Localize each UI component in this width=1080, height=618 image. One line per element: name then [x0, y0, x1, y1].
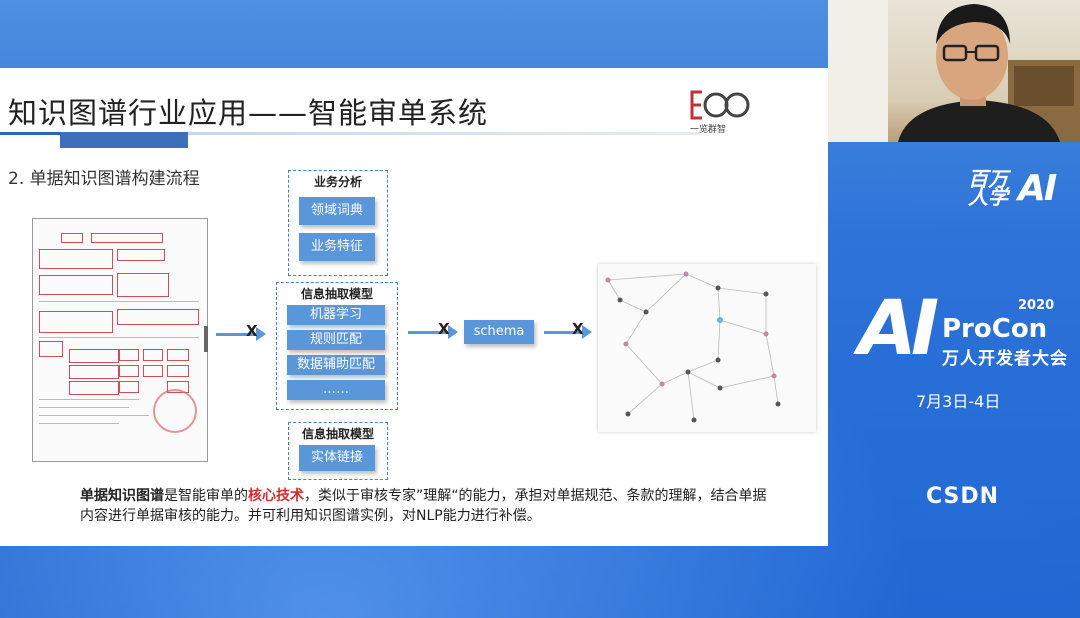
group-entity-linking: 信息抽取模型 实体链接: [288, 422, 388, 480]
brand-ai-logo: AI: [858, 283, 939, 372]
flow-arrow-3: [544, 331, 584, 334]
brand-year: 2020: [1018, 298, 1055, 313]
scroll-handle: [204, 326, 208, 352]
pill-data-assisted-matching: 数据辅助匹配: [287, 355, 385, 375]
brand-baiwan-logo: 百万人学: [968, 167, 1008, 209]
flow-arrow-3-head: [582, 325, 592, 339]
pill-domain-dictionary: 领域词典: [299, 197, 375, 225]
speaker-avatar: [898, 4, 1080, 142]
pill-machine-learning: 机器学习: [287, 305, 385, 325]
section-subtitle: 2. 单据知识图谱构建流程: [8, 169, 200, 189]
document-thumbnail: [32, 218, 208, 462]
schema-box: schema: [464, 320, 534, 344]
flow-arrow-1-mark: X: [246, 322, 258, 340]
pill-business-features: 业务特征: [299, 233, 375, 261]
slide-title: 知识图谱行业应用——智能审单系统: [8, 96, 489, 130]
group-info-extraction-label: 信息抽取模型: [300, 287, 373, 301]
camera-background-lamp: [828, 0, 888, 142]
flow-arrow-2: [408, 331, 450, 334]
speaker-camera-feed: [828, 0, 1080, 142]
desc-bold-lead: 单据知识图谱: [80, 488, 164, 504]
desc-highlight: 核心技术: [248, 488, 304, 504]
group-info-extraction: 信息抽取模型 机器学习 规则匹配 数据辅助匹配 ……: [276, 282, 398, 410]
pill-entity-linking: 实体链接: [299, 445, 375, 471]
slide-description: 单据知识图谱是智能审单的核心技术，类似于审核专家”理解“的能力，承担对单据规范、…: [80, 486, 780, 526]
group-business-analysis-label: 业务分析: [313, 175, 362, 189]
flow-arrow-2-mark: X: [438, 320, 450, 338]
flow-arrow-1-head: [256, 327, 266, 341]
group-business-analysis: 业务分析 领域词典 业务特征: [288, 170, 388, 276]
presentation-slide: 知识图谱行业应用——智能审单系统 一览群智 2. 单据知识图谱构建流程: [0, 68, 828, 546]
title-underline-accent: [60, 132, 188, 148]
brand-subtitle: 万人开发者大会: [942, 349, 1068, 369]
flow-arrow-3-mark: X: [572, 320, 584, 338]
brand-ai-small-logo: AI: [1018, 168, 1057, 209]
desc-part2: ，类似于审核专家”理解“的能力，承担对单据规范、条款的理解，结合单据内容进行单据…: [80, 488, 767, 524]
group-entity-linking-label: 信息抽取模型: [301, 427, 374, 441]
flow-arrow-1: [216, 333, 258, 336]
brand-csdn-logo: CSDN: [926, 484, 1000, 509]
flow-arrow-2-head: [448, 325, 458, 339]
brand-date: 7月3日-4日: [916, 392, 1001, 411]
company-logo-icon: [690, 90, 750, 120]
brand-procon: ProCon: [942, 314, 1048, 344]
desc-part1: 是智能审单的: [164, 488, 248, 504]
company-logo-text: 一览群智: [690, 125, 727, 135]
pill-more: ……: [287, 380, 385, 400]
title-underline: [0, 132, 700, 135]
pill-rule-matching: 规则匹配: [287, 330, 385, 350]
stamp-seal: [153, 389, 197, 433]
knowledge-graph-image: [598, 264, 816, 432]
